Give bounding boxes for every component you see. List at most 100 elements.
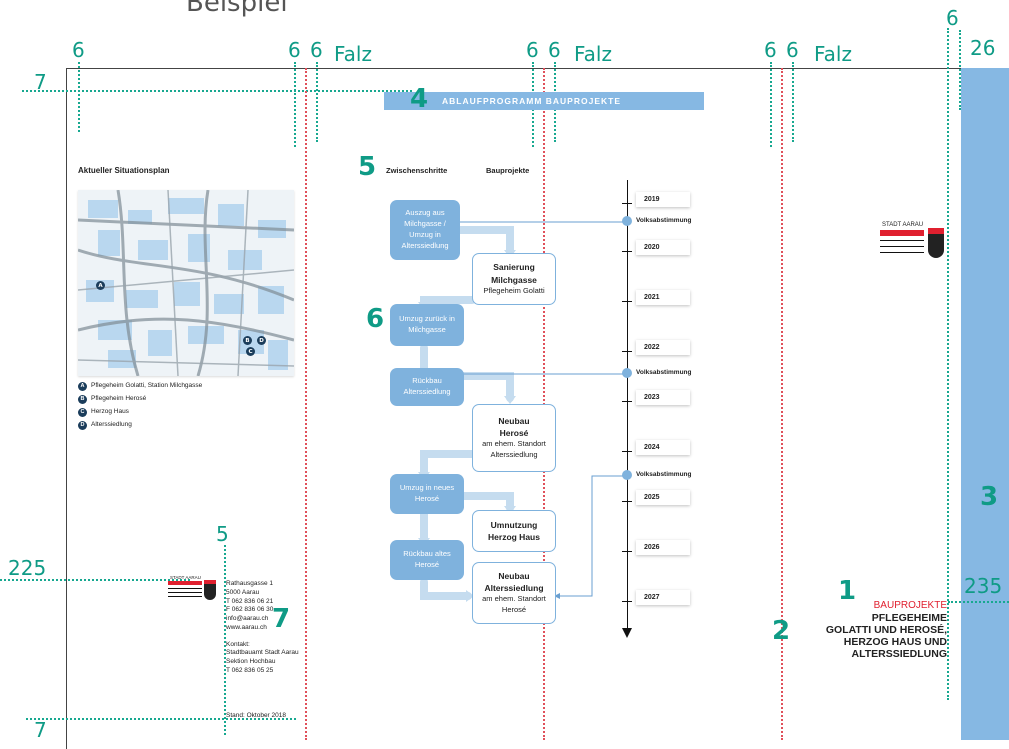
timeline-year: 2023 — [636, 390, 690, 405]
step-umzug-herose: Umzug in neues Herosé — [390, 474, 464, 514]
stand-date: Stand: Oktober 2018 — [226, 712, 286, 719]
map-marker-a: A — [96, 281, 105, 290]
guide-v-logo-5 — [224, 545, 226, 735]
vote-dot — [622, 470, 632, 480]
project-title: Neubau Alterssiedlung — [484, 570, 544, 594]
timeline-axis — [627, 180, 628, 632]
coat-of-arms-icon — [204, 580, 216, 600]
timeline-year: 2022 — [636, 340, 690, 355]
timeline-year: 2025 — [636, 490, 690, 505]
guide-v-falz3a — [770, 62, 772, 147]
guide-v-falz3b — [792, 62, 794, 142]
legend-letter: D — [78, 421, 87, 430]
address-line: info@aarau.ch — [226, 615, 269, 623]
flow-connectors — [418, 219, 627, 602]
legend-item: B Pflegeheim Herosé — [78, 395, 202, 404]
contact-label: Kontakt: — [226, 640, 250, 648]
guide-v-falz1a — [294, 62, 296, 147]
dim-falz3-6b: 6 — [786, 38, 799, 62]
dim-left-7-top: 7 — [34, 70, 47, 94]
falz-label-3: Falz — [814, 42, 852, 66]
falz-line-3 — [781, 68, 783, 740]
step-auszug: Auszug aus Milchgasse / Umzug in Alterss… — [390, 200, 460, 260]
coat-of-arms-icon — [928, 228, 944, 258]
legend-label: Alterssiedlung — [91, 421, 132, 429]
contact-line: Stadtbauamt Stadt Aarau — [226, 649, 299, 657]
marker-1: 1 — [838, 576, 857, 606]
cover-logo-text: STADT AARAU — [882, 222, 924, 228]
marker-4: 4 — [410, 84, 429, 114]
dim-right-6: 6 — [946, 6, 959, 30]
col-heading-steps: Zwischenschritte — [386, 166, 448, 175]
logo-line — [168, 588, 202, 589]
page-frame — [66, 68, 967, 749]
marker-3: 3 — [980, 482, 999, 512]
guide-v-right-6 — [947, 28, 949, 700]
logo-red-bar — [168, 581, 202, 585]
project-subtitle: am ehem. Standort Alterssiedlung — [482, 439, 546, 460]
marker-5: 5 — [358, 152, 377, 182]
legend-letter: B — [78, 395, 87, 404]
dim-falz1-6a: 6 — [288, 38, 301, 62]
timeline-tick — [622, 401, 632, 402]
project-subtitle: am ehem. Standort Herosé — [482, 594, 546, 615]
timeline-year: 2024 — [636, 440, 690, 455]
address-line: F 062 836 06 30 — [226, 606, 274, 614]
step-rueckbau-herose: Rückbau altes Herosé — [390, 540, 464, 580]
vote-dot — [622, 216, 632, 226]
timeline-tick — [622, 501, 632, 502]
logo-line — [880, 240, 924, 241]
timeline-tick — [622, 251, 632, 252]
dim-falz3-6a: 6 — [764, 38, 777, 62]
col-heading-projects: Bauprojekte — [486, 166, 530, 175]
plan-heading: Aktueller Situationsplan — [78, 166, 170, 175]
guide-v-left — [78, 62, 80, 132]
timeline-tick — [622, 551, 632, 552]
cover-kicker: BAUPROJEKTE — [873, 600, 947, 611]
project-neubau-alters: Neubau Alterssiedlung am ehem. Standort … — [472, 562, 556, 624]
dim-right-235: 235 — [964, 574, 1003, 598]
timeline-tick — [622, 351, 632, 352]
logo-line — [880, 252, 924, 253]
address-line: T 062 836 06 21 — [226, 597, 274, 605]
vote-label: Volksabstimmung — [636, 217, 692, 224]
program-banner — [384, 92, 704, 110]
project-neubau-herose: Neubau Herosé am ehem. Standort Alterssi… — [472, 404, 556, 472]
contact-logo: STADT AARAU — [168, 575, 220, 600]
vote-label: Volksabstimmung — [636, 471, 692, 478]
timeline-tick — [622, 601, 632, 602]
timeline-year: 2021 — [636, 290, 690, 305]
step-umzug-zurueck: Umzug zurück in Milchgasse — [390, 304, 464, 346]
cover-title-line: HERZOG HAUS UND — [843, 636, 947, 649]
cover-logo: STADT AARAU — [880, 222, 950, 258]
page-title: Beispiel — [186, 0, 288, 18]
cover-title-line: GOLATTI UND HEROSÉ, — [825, 624, 947, 637]
guide-h-225 — [0, 579, 190, 581]
falz-line-1 — [305, 68, 307, 740]
dim-left-225: 225 — [8, 556, 47, 580]
map-marker-b: B — [243, 336, 252, 345]
address-line: www.aarau.ch — [226, 623, 267, 631]
contact-line: T 062 836 05 25 — [226, 666, 274, 674]
legend-letter: A — [78, 382, 87, 391]
timeline-tick — [622, 301, 632, 302]
address-line: Rathausgasse 1 — [226, 580, 273, 587]
falz-label-1: Falz — [334, 42, 372, 66]
vote-label: Volksabstimmung — [636, 369, 692, 376]
address-line: 5000 Aarau — [226, 588, 260, 596]
project-title: Neubau Herosé — [498, 415, 530, 439]
legend-label: Pflegeheim Herosé — [91, 395, 147, 403]
dim-falz2-6a: 6 — [526, 38, 539, 62]
timeline-year: 2020 — [636, 240, 690, 255]
project-umnutzung: Umnutzung Herzog Haus — [472, 510, 556, 552]
map-marker-d: D — [257, 336, 266, 345]
project-title: Sanierung Milchgasse — [491, 262, 537, 285]
legend-item: D Alterssiedlung — [78, 421, 202, 430]
project-title: Umnutzung Herzog Haus — [488, 519, 540, 542]
guide-h-bottom-7 — [26, 718, 296, 720]
dim-logo-5: 5 — [216, 522, 229, 546]
timeline-arrow — [622, 628, 632, 638]
project-subtitle: Pflegeheim Golatti — [483, 285, 545, 295]
